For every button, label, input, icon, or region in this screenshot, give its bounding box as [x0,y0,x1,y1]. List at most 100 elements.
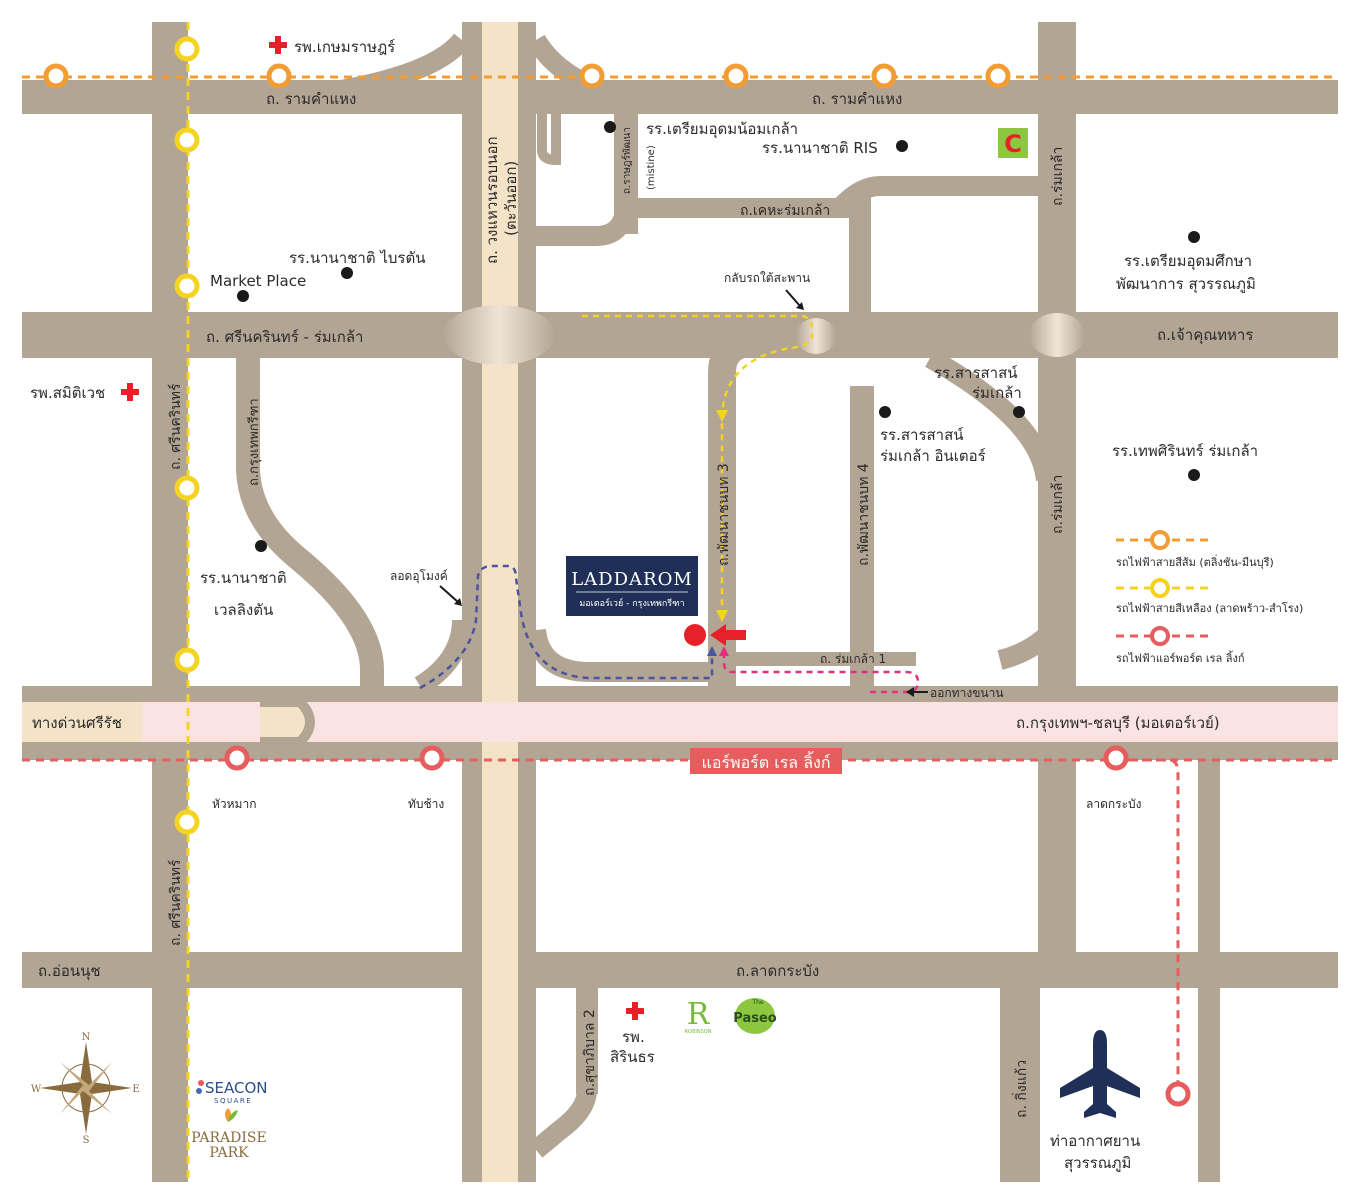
paseo-the-label: The [751,999,763,1006]
road-on-nut [22,952,1338,988]
orange-station [579,63,605,89]
bigc-logo-box [998,128,1028,158]
airport-link-line: แอร์พอร์ต เรล ลิ้งก์ [22,745,1338,1107]
label-ris: รร.นานาชาติ RIS [762,139,878,157]
label-romklao-upper: ถ.ร่มเกล้า [1050,147,1066,206]
label-sirindhorn-2: สิรินธร [610,1048,655,1066]
road-phatthana-chonnabot-4 [850,386,874,692]
label-sarasas-2: ร่มเกล้า [972,384,1022,402]
motorway-band [22,702,1338,742]
road-pc3-curve [708,328,800,374]
hospital-cross-icon [121,383,139,401]
paradise-park-logo: PARADISE PARK [191,1108,267,1161]
legend-orange-station [1150,530,1170,550]
route-pink [722,652,920,694]
road-romklao-vertical [1038,22,1076,952]
dot-wellington [255,540,267,552]
label-wellington-2: เวลลิงตัน [214,601,273,619]
paseo-logo-shape [735,998,775,1034]
orange-station [985,63,1011,89]
project-marker[interactable]: LADDAROM มอเตอร์เวย์ - กรุงเทพกรีฑา [566,556,746,646]
road-ramkhamhaeng-curve-east [527,34,623,106]
label-ramkhamhaeng-west: ถ. รามคำแหง [266,90,356,108]
label-wellington-1: รร.นานาชาติ [200,569,287,587]
dot-market-place [237,290,249,302]
road-east-stub [1198,986,1220,990]
robinson-label: ROBINSON [685,1029,712,1035]
label-mistine: (mistine) [646,145,657,190]
project-pointer-icon [710,624,746,646]
paseo-label: Paseo [733,1011,777,1026]
label-ratphatthana: ถ.ราษฎร์พัฒนา [621,127,633,194]
road-romklao-1 [736,652,916,666]
label-market-place: Market Place [210,272,306,290]
arrow-underpass [439,585,459,603]
label-king-kaeo: ถ. กิ่งแก้ว [1012,1060,1030,1118]
label-sirat: ทางด่วนศรีรัช [32,714,122,732]
yellow-line [174,22,200,1182]
road-srinakarin-romklao [22,312,1338,358]
yellow-station [174,809,200,835]
bigc-logo-letter: C [1004,130,1022,158]
road-sukhaphiban-curve [529,1089,597,1158]
outer-ring-center [482,22,518,1182]
orange-station [43,63,69,89]
route-blue [419,564,714,690]
label-sirindhorn-1: รพ. [622,1028,645,1046]
dot-thepsirin [1188,469,1200,481]
route-yellow-path [582,314,814,610]
label-outer-ring: ถ. วงแหวนรอบนอก [483,136,501,264]
road-sukhaphiban-2 [576,988,598,1094]
label-kasemrad: รพ.เกษมราษฎร์ [294,38,395,56]
label-krungthep-kreetha: ถ.กรุงเทพกรีฑา [246,398,262,486]
dot-sarasas [1013,406,1025,418]
bridge-romklao [1029,313,1085,357]
road-king-kaeo [1000,988,1040,1182]
label-romklao-lower: ถ.ร่มเกล้า [1050,475,1066,534]
label-triam-noi: รร.เตรียมอุดมน้อมเกล้า [646,120,798,139]
orange-station [871,63,897,89]
legend-arl-station [1150,626,1170,646]
seacon-logo: SEACON SQUARE [196,1079,268,1105]
note-labels: กลับรถใต้สะพาน ลอดอุโมงค์ ออกทางขนาน หัว… [212,271,1142,811]
orange-station [266,63,292,89]
compass-w: W [31,1084,42,1095]
place-labels: รพ.เกษมราษฎร์ รพ.สมิติเวช รพ. สิรินธร รร… [30,38,1258,1173]
project-logo-box[interactable] [566,556,698,616]
arl-station-lat-krabang [1103,745,1129,771]
route-yellow [582,314,814,610]
sirat-expressway-band [22,702,142,742]
label-lat-krabang-road: ถ.ลาดกระบัง [736,962,819,980]
paradise-leaf-icon [228,1110,238,1122]
label-motorway: ถ.กรุงเทพฯ-ชลบุรี (มอเตอร์เวย์) [1016,714,1220,733]
label-station-hua-mak: หัวหมาก [212,797,256,811]
project-pin[interactable] [684,624,706,646]
label-on-nut: ถ.อ่อนนุช [38,962,101,981]
arl-station-thap-chang [419,745,445,771]
dot-bright [341,267,353,279]
label-airport-1: ท่าอากาศยาน [1050,1132,1140,1150]
arrow-underpass-head [454,598,462,606]
route-blue-path [419,564,714,690]
label-sarasas-inter-2: ร่มเกล้า อินเตอร์ [880,447,986,465]
road-underpass-right [526,628,708,682]
road-romklao-side-curve [925,349,1056,482]
airport-link-branch [1116,758,1180,1094]
label-underpass: ลอดอุโมงค์ [390,569,448,584]
legend-yellow-label: รถไฟฟ้าสายสีเหลือง (ลาดพร้าว-สำโรง) [1116,601,1303,615]
label-pc3: ถ.พัฒนาชนบท 3 [716,463,732,566]
bridge-pc3 [796,318,836,354]
road-underpass-left [414,619,472,695]
yellow-station [174,36,200,62]
expressway-ramp [260,697,315,747]
dot-triam-noi [604,121,616,133]
label-srinakarin-upper: ถ. ศรีนครินทร์ [167,383,184,470]
road-srinakarin-vertical [152,22,188,1182]
road-ramkhamhaeng-curve-west [298,33,470,106]
road-curves [236,33,1069,1158]
project-name: LADDAROM [571,569,693,590]
bigc-logo: C [998,128,1028,158]
road-ratphatthana-curve [536,199,636,246]
compass-star-diag [60,1062,112,1114]
arl-station-hua-mak [224,745,250,771]
